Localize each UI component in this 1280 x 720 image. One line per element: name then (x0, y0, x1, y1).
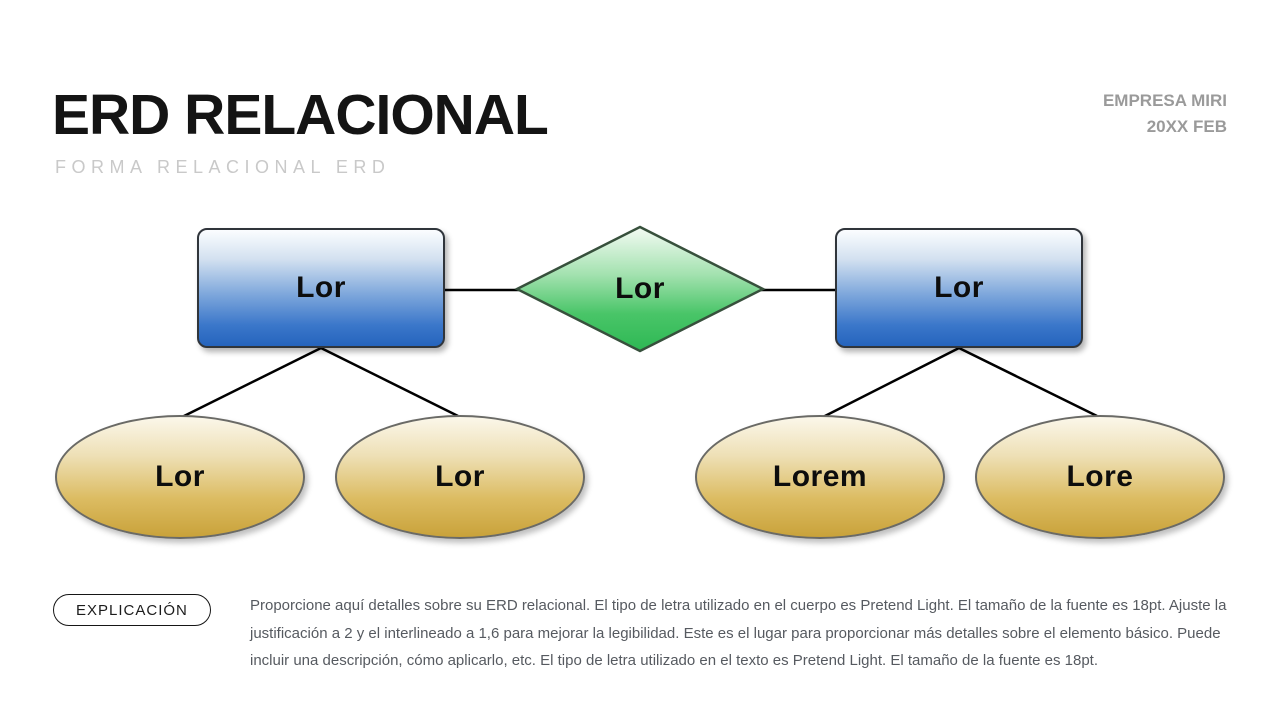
attribute-1-label: Lor (155, 460, 205, 493)
page-subtitle: FORMA RELACIONAL ERD (55, 157, 391, 177)
connector-entity1-attr1 (179, 346, 322, 420)
entity-2-label: Lor (934, 271, 984, 304)
attribute-4-label: Lore (1066, 460, 1134, 493)
connector-entity2-attr4 (958, 346, 1098, 418)
entity-node-1: Lor (197, 228, 445, 348)
date-label: 20XX FEB (1146, 117, 1227, 136)
page-title: ERD RELACIONAL (52, 83, 549, 147)
explanation-paragraph: Proporcione aquí detalles sobre su ERD r… (250, 597, 1227, 669)
attribute-3-label: Lorem (772, 460, 868, 493)
attribute-node-3: Lorem (695, 415, 945, 539)
company-name: EMPRESA MIRI (1102, 91, 1227, 110)
entity-1-label: Lor (296, 271, 346, 304)
attribute-node-4: Lore (975, 415, 1225, 539)
relationship-diamond-shape (514, 225, 766, 353)
attribute-node-2: Lor (335, 415, 585, 539)
attribute-2-label: Lor (435, 460, 485, 493)
explanation-badge: EXPLICACIÓN (53, 594, 211, 626)
connector-entity1-attr2 (320, 346, 459, 418)
attribute-node-1: Lor (55, 415, 305, 539)
header-meta: EMPRESA MIRI 20XX FEB (1103, 88, 1227, 140)
connector-entity2-attr3 (820, 346, 960, 420)
entity-node-2: Lor (835, 228, 1083, 348)
